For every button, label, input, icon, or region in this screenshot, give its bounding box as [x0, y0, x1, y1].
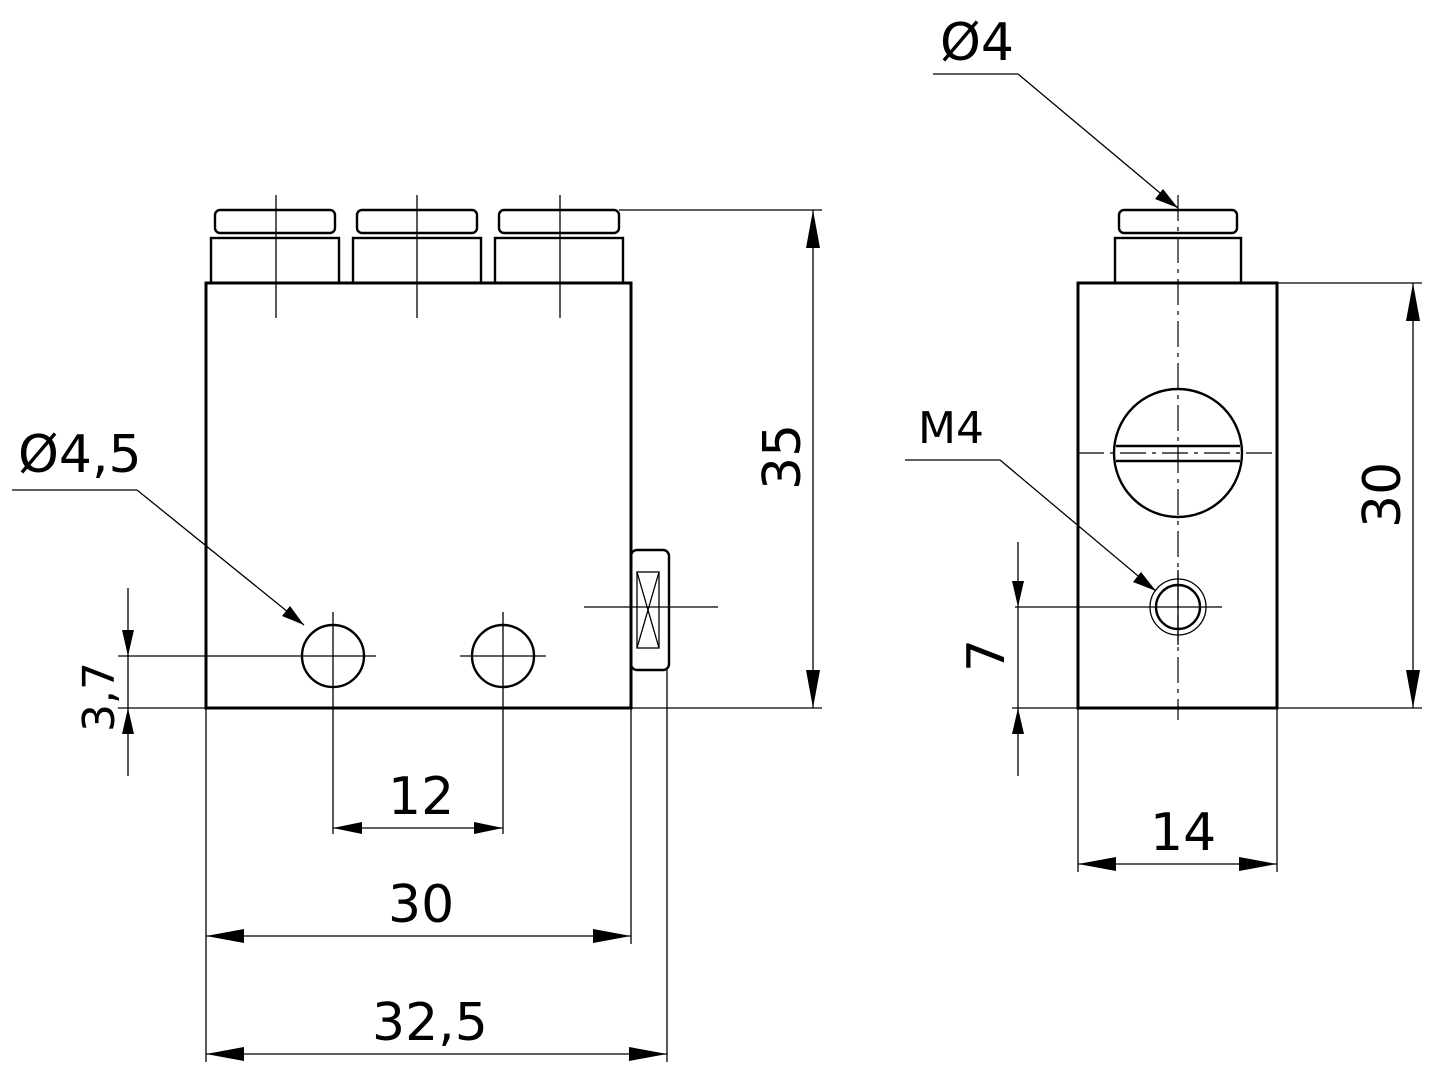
fitting-2	[351, 195, 483, 318]
hole-height-dimension: 3,7	[74, 588, 290, 776]
side-plug	[584, 548, 718, 672]
thread-height-dimension: 7	[957, 542, 1078, 776]
threaded-hole	[1015, 570, 1222, 645]
fitting-3	[493, 195, 625, 318]
slotted-screw	[1078, 387, 1277, 519]
side-height-dimension: 30	[1277, 282, 1422, 709]
overall-width-label: 32,5	[372, 993, 488, 1053]
hole-spacing-label: 12	[388, 767, 454, 827]
front-view: Ø4,5 3,7 12 30	[12, 195, 822, 1062]
mounting-hole-2	[460, 612, 546, 700]
overall-width-dimension: 32,5	[206, 670, 668, 1062]
fitting-1	[209, 195, 341, 318]
side-height-label: 30	[1353, 462, 1413, 528]
hole-dia-label: Ø4,5	[18, 425, 142, 485]
side-view: Ø4 M4 7 30	[905, 13, 1422, 872]
body-width-dimension: 30	[205, 708, 632, 1062]
hole-dia-callout: Ø4,5	[12, 425, 305, 626]
overall-height-dimension: 35	[619, 209, 822, 709]
fitting-dia-label: Ø4	[940, 13, 1014, 73]
hole-spacing-dimension: 12	[332, 700, 504, 834]
thread-callout: M4	[905, 403, 1157, 592]
thread-height-label: 7	[957, 639, 1017, 672]
front-body	[204, 281, 633, 710]
side-width-dimension: 14	[1077, 708, 1278, 872]
thread-label: M4	[918, 403, 984, 454]
side-width-label: 14	[1150, 803, 1216, 863]
mounting-hole-1	[290, 612, 376, 700]
fitting-dia-callout: Ø4	[933, 13, 1179, 209]
body-width-label: 30	[388, 875, 454, 935]
hole-height-label: 3,7	[74, 662, 125, 732]
overall-height-label: 35	[753, 424, 813, 490]
